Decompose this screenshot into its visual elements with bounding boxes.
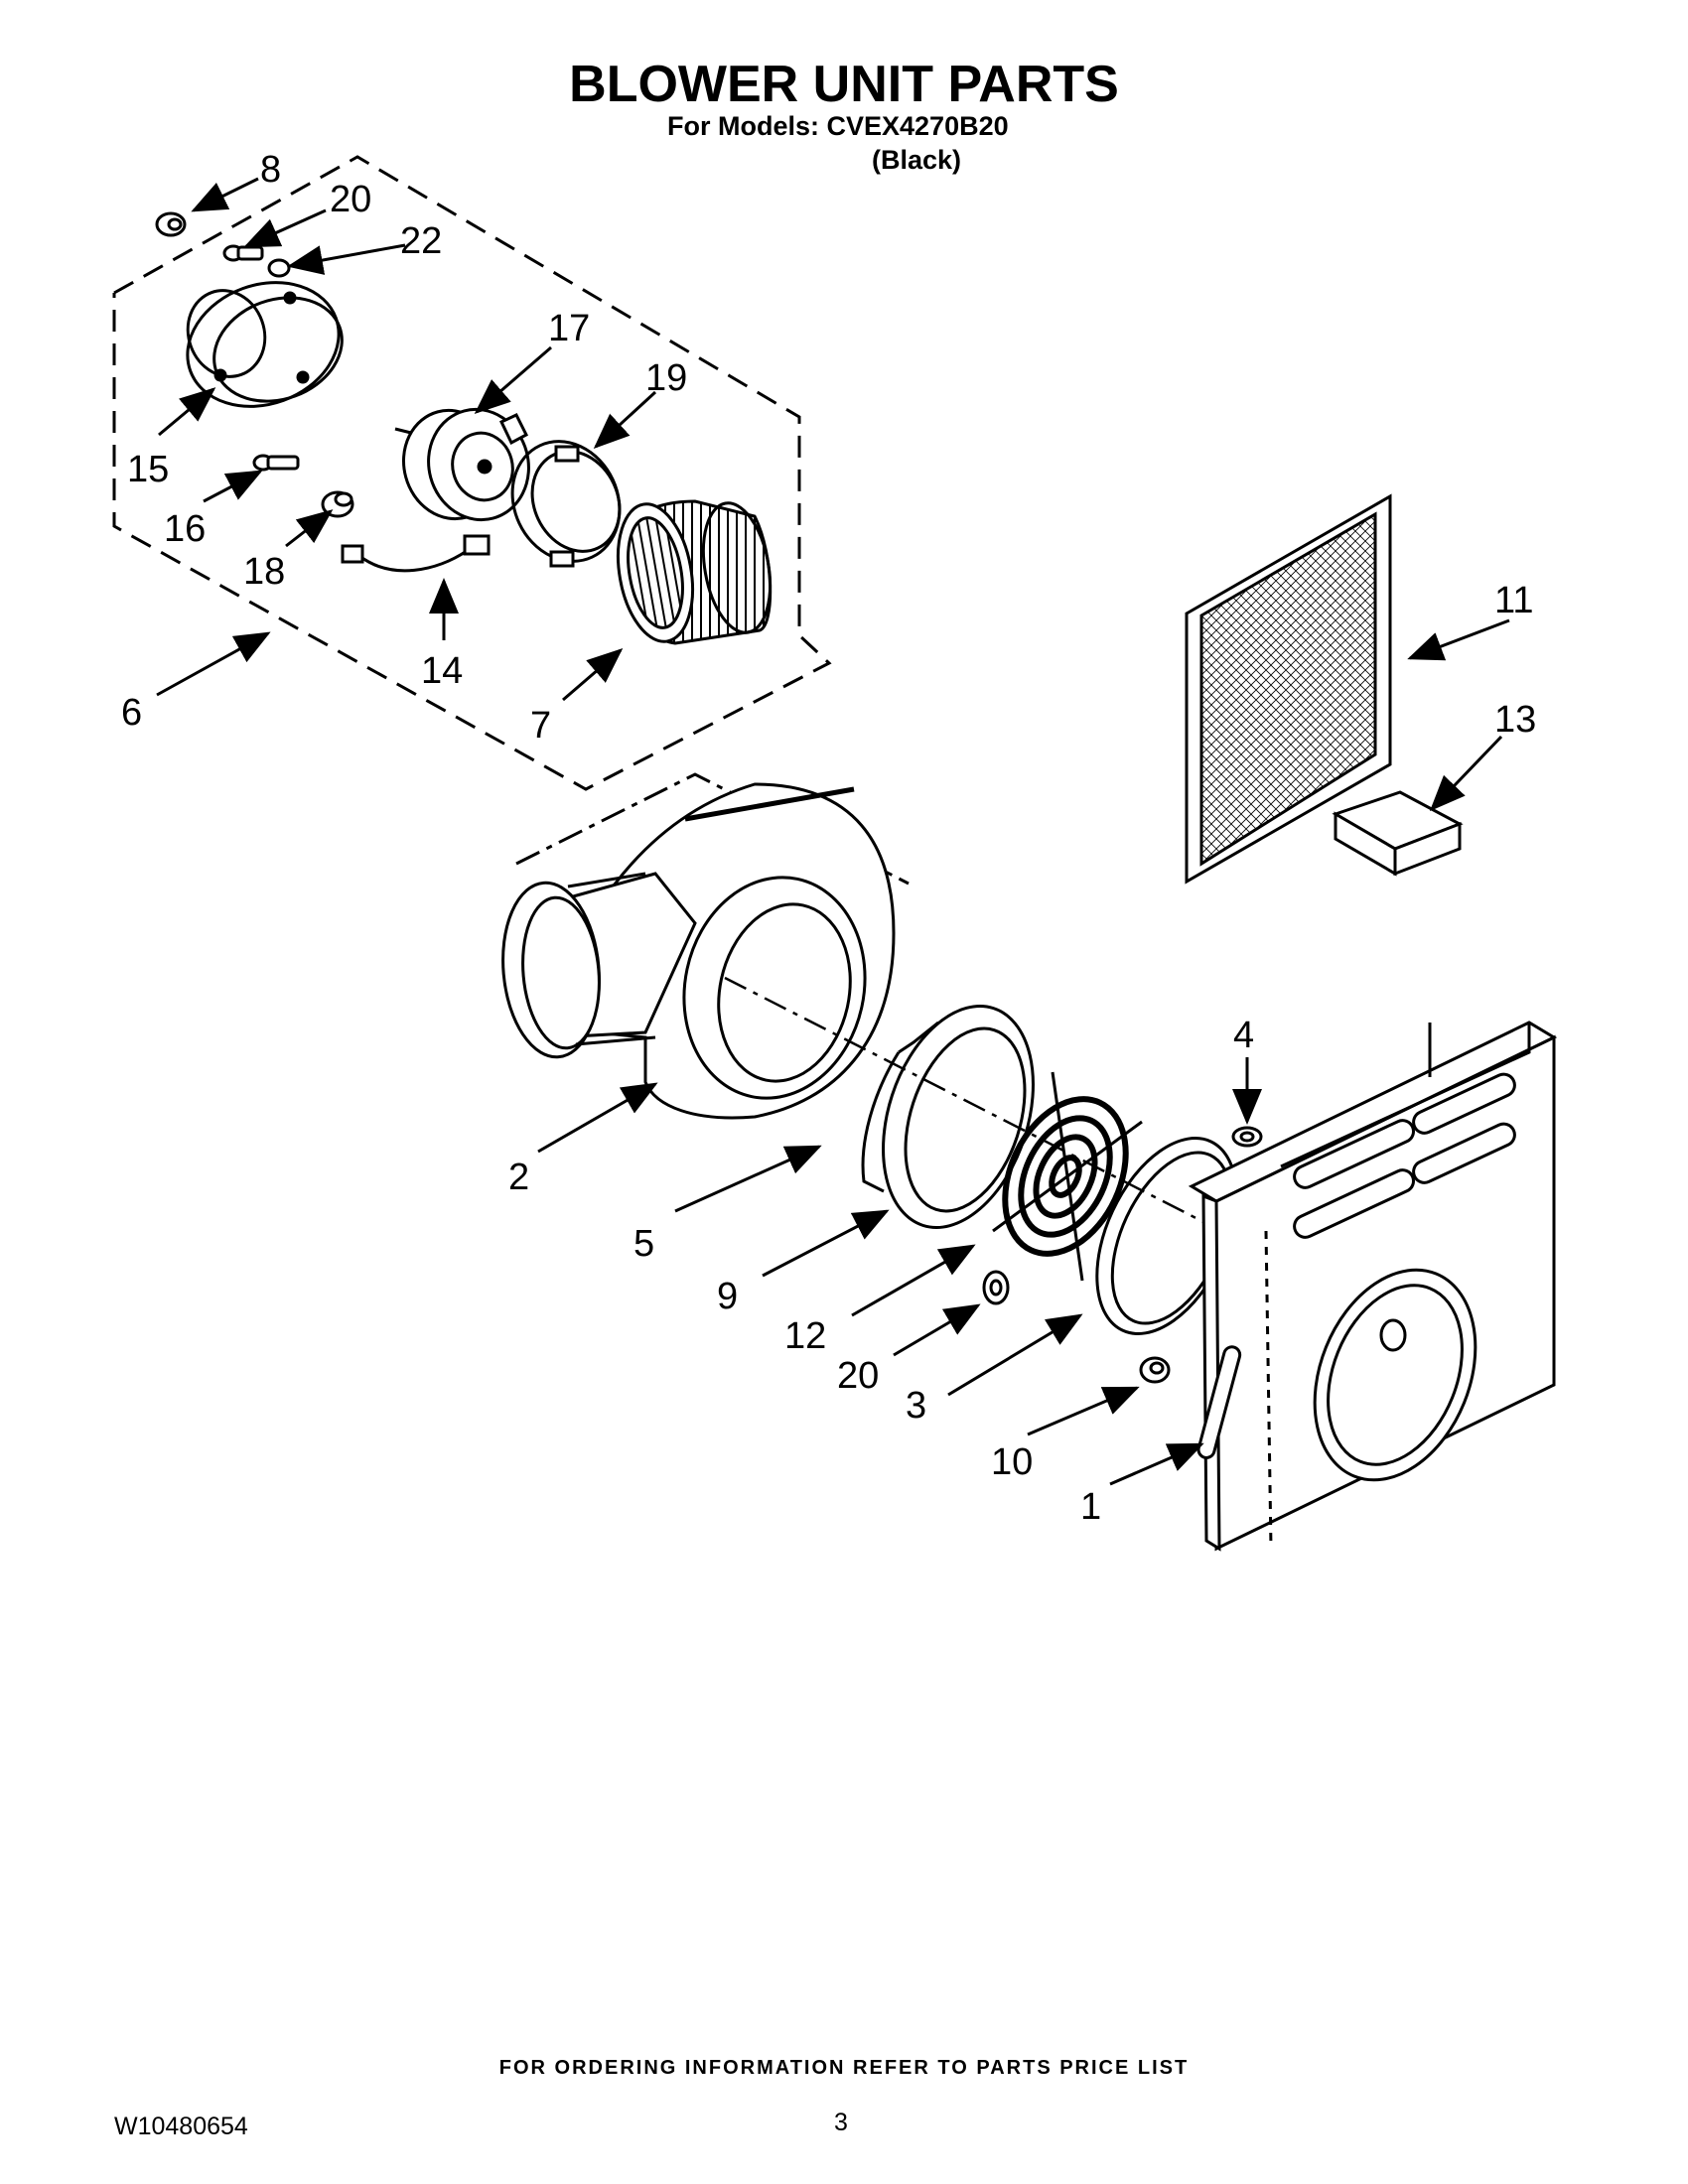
- callout-13: 13: [1494, 699, 1536, 741]
- ordering-note: FOR ORDERING INFORMATION REFER TO PARTS …: [498, 2057, 1190, 2079]
- callout-2: 2: [508, 1157, 529, 1198]
- callout-10: 10: [991, 1441, 1033, 1483]
- motor-assembly-enclosure: [112, 155, 832, 791]
- callout-4: 4: [1233, 1015, 1254, 1056]
- callout-12: 12: [784, 1315, 826, 1357]
- callout-6: 6: [121, 692, 142, 734]
- callout-20: 20: [837, 1355, 879, 1397]
- models-line: For Models: CVEX4270B20: [667, 111, 1009, 141]
- part-16-bolt: [252, 454, 300, 472]
- leader-arrows: [156, 177, 1510, 1486]
- part-23-nut: [267, 258, 291, 278]
- callout-16: 16: [164, 508, 206, 550]
- callout-14: 14: [421, 650, 463, 692]
- part-8-nut: [155, 211, 187, 237]
- part-15-bracket: [186, 281, 344, 408]
- part-7-blower-wheel: [617, 499, 773, 645]
- callout-15: 15: [127, 449, 169, 490]
- part-19-strap: [510, 440, 622, 568]
- callout-17: 17: [548, 308, 590, 349]
- callout-9: 9: [717, 1276, 738, 1317]
- document-number: W10480654: [114, 2113, 248, 2140]
- part-14-power-cord: [341, 534, 491, 573]
- callout-8: 8: [260, 149, 281, 191]
- part-9-ring: [882, 1005, 1035, 1229]
- part-12-finger-guard: [992, 1071, 1143, 1282]
- callout-22: 20: [330, 179, 371, 220]
- part-20-grommet: [982, 1270, 1010, 1305]
- part-11-grease-filter: [1185, 493, 1392, 885]
- part-5-wire-gasket: [861, 1051, 901, 1193]
- callout-23: 22: [400, 220, 442, 262]
- callout-labels: 8 20 22 17 19 15 16 18 14 6 7 11 13 4 2 …: [121, 149, 1536, 1528]
- part-1-chassis: [1188, 1021, 1558, 1552]
- callout-3: 3: [906, 1385, 926, 1427]
- part-13-bracket: [1332, 790, 1464, 877]
- part-10-nut: [1139, 1356, 1171, 1384]
- callout-1: 1: [1080, 1486, 1101, 1528]
- part-22-screw: [222, 244, 264, 262]
- part-4-grommet: [1231, 1126, 1263, 1148]
- callout-19: 19: [645, 357, 687, 399]
- color-line: (Black): [872, 145, 962, 175]
- page-title: BLOWER UNIT PARTS: [569, 56, 1119, 113]
- callout-7: 7: [530, 705, 551, 747]
- callout-18: 18: [243, 551, 285, 593]
- callout-5: 5: [633, 1223, 654, 1265]
- callout-11: 11: [1494, 580, 1533, 621]
- part-2-blower-housing: [501, 772, 910, 1120]
- part-17-motor: [394, 407, 530, 522]
- page-number: 3: [834, 2109, 848, 2136]
